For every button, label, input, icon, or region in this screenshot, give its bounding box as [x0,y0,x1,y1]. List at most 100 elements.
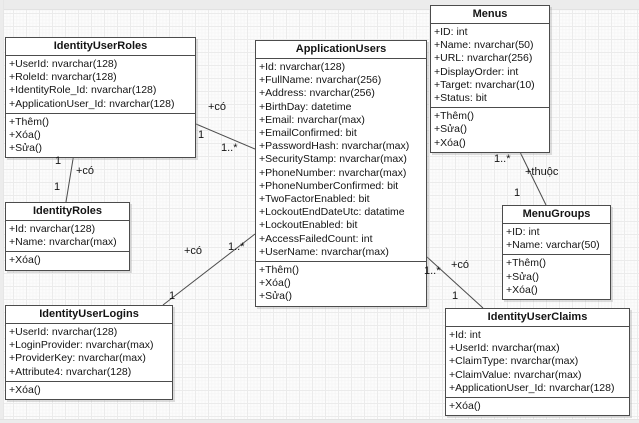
attribute: +Address: nvarchar(256) [259,87,375,100]
canvas-left-edge [0,0,4,423]
attribute: +ClaimType: nvarchar(max) [449,355,579,368]
attributes-section: +Id: nvarchar(128)+Name: nvarchar(max) [6,221,129,253]
class-title: IdentityUserLogins [6,306,172,324]
method: +Thêm() [506,257,546,270]
methods-section: +Thêm()+Sửa()+Xóa() [431,108,549,152]
multiplicity-label: 1 [54,181,61,193]
attribute: +PasswordHash: nvarchar(max) [259,140,410,153]
attribute: +Id: int [449,329,481,341]
role-label: +có [184,245,203,257]
attribute: +Name: nvarchar(max) [9,236,117,249]
methods-section: +Xóa() [6,252,129,269]
class-title: MenuGroups [503,206,610,224]
attributes-section: +UserId: nvarchar(128)+LoginProvider: nv… [6,324,172,382]
multiplicity-label: 1 [169,290,176,302]
method: +Xóa() [449,400,481,413]
role-label: +có [76,165,95,177]
class-title: IdentityUserClaims [446,309,629,327]
class-title: ApplicationUsers [256,41,426,59]
attribute: +Id: nvarchar(128) [259,61,346,73]
methods-section: +Xóa() [446,398,629,415]
connector-userroles-identityroles[interactable] [65,152,75,203]
role-label: +có [451,259,470,271]
class-identity-roles[interactable]: IdentityRoles+Id: nvarchar(128)+Name: nv… [5,202,130,271]
method: +Sửa() [259,290,292,303]
method: +Xóa() [9,129,41,142]
attribute: +SecurityStamp: nvarchar(max) [259,153,407,166]
methods-section: +Thêm()+Xóa()+Sửa() [6,114,195,158]
method: +Sửa() [434,123,467,136]
attribute: +FullName: nvarchar(256) [259,74,382,87]
attribute: +ProviderKey: nvarchar(max) [9,352,146,365]
attribute: +Name: nvarchar(50) [434,39,534,52]
multiplicity-label: 1 [452,290,459,302]
attribute: +RoleId: nvarchar(128) [9,71,117,84]
attribute: +DisplayOrder: int [434,65,519,78]
attribute: +Target: nvarchar(10) [434,78,535,91]
method: +Xóa() [259,277,291,290]
connector-menus-menugroups[interactable] [519,151,547,206]
method: +Sửa() [9,142,42,155]
methods-section: +Thêm()+Sửa()+Xóa() [503,255,610,299]
attribute: +Status: bit [434,92,487,105]
methods-section: +Xóa() [6,382,172,399]
attribute: +Attribute4: nvarchar(128) [9,365,132,378]
attribute: +AccessFailedCount: int [259,232,373,245]
method: +Sửa() [506,270,539,283]
attribute: +LockoutEnabled: bit [259,219,358,232]
class-identity-user-logins[interactable]: IdentityUserLogins+UserId: nvarchar(128)… [5,305,173,401]
attribute: +UserId: nvarchar(max) [449,342,560,355]
attribute: +ID: int [434,26,468,38]
attributes-section: +ID: int+Name: nvarchar(50)+URL: nvarcha… [431,24,549,109]
method: +Xóa() [506,283,538,296]
attribute: +LockoutEndDateUtc: datatime [259,206,405,219]
method: +Thêm() [434,110,474,123]
multiplicity-label: 1..* [228,241,245,253]
attribute: +Id: nvarchar(128) [9,223,96,235]
attributes-section: +Id: nvarchar(128)+FullName: nvarchar(25… [256,59,426,263]
class-menu-groups[interactable]: MenuGroups+ID: int+Name: varchar(50)+Thê… [502,205,611,301]
connector-applicationusers-userclaims[interactable] [426,256,484,309]
method: +Thêm() [9,115,49,128]
attribute: +ClaimValue: nvarchar(max) [449,368,582,381]
multiplicity-label: 1 [198,129,205,141]
connector-userroles-applicationusers[interactable] [195,123,256,150]
attribute: +ApplicationUser_Id: nvarchar(128) [449,381,615,394]
role-label: +có [208,101,227,113]
attribute: +ApplicationUser_Id: nvarchar(128) [9,97,175,110]
method: +Thêm() [259,264,299,277]
class-menus[interactable]: Menus+ID: int+Name: nvarchar(50)+URL: nv… [430,5,550,153]
class-identity-user-claims[interactable]: IdentityUserClaims+Id: int+UserId: nvarc… [445,308,630,417]
attribute: +IdentityRole_Id: nvarchar(128) [9,84,157,97]
class-title: Menus [431,6,549,24]
method: +Xóa() [9,254,41,267]
attributes-section: +ID: int+Name: varchar(50) [503,224,610,256]
class-title: IdentityRoles [6,203,129,221]
multiplicity-label: 1..* [424,265,441,277]
multiplicity-label: 1..* [221,142,238,154]
class-identity-user-roles[interactable]: IdentityUserRoles+UserId: nvarchar(128)+… [5,37,196,159]
attribute: +Email: nvarchar(max) [259,113,365,126]
attribute: +UserName: nvarchar(max) [259,245,389,258]
attributes-section: +UserId: nvarchar(128)+RoleId: nvarchar(… [6,56,195,114]
class-title: IdentityUserRoles [6,38,195,56]
method: +Xóa() [434,136,466,149]
canvas-bottom-edge [0,419,639,423]
attribute: +URL: nvarchar(256) [434,52,533,65]
attribute: +ID: int [506,226,540,238]
attribute: +PhoneNumberConfirmed: bit [259,179,399,192]
attribute: +BirthDay: datetime [259,100,352,113]
class-application-users[interactable]: ApplicationUsers+Id: nvarchar(128)+FullN… [255,40,427,307]
attribute: +UserId: nvarchar(128) [9,326,118,338]
connector-applicationusers-userlogins[interactable] [162,233,256,306]
attribute: +UserId: nvarchar(128) [9,58,118,70]
attributes-section: +Id: int+UserId: nvarchar(max)+ClaimType… [446,327,629,399]
attribute: +PhoneNumber: nvarchar(max) [259,166,407,179]
multiplicity-label: 1 [55,155,62,167]
method: +Xóa() [9,383,41,396]
multiplicity-label: 1 [514,187,521,199]
multiplicity-label: 1..* [494,153,511,165]
attribute: +TwoFactorEnabled: bit [259,193,370,206]
